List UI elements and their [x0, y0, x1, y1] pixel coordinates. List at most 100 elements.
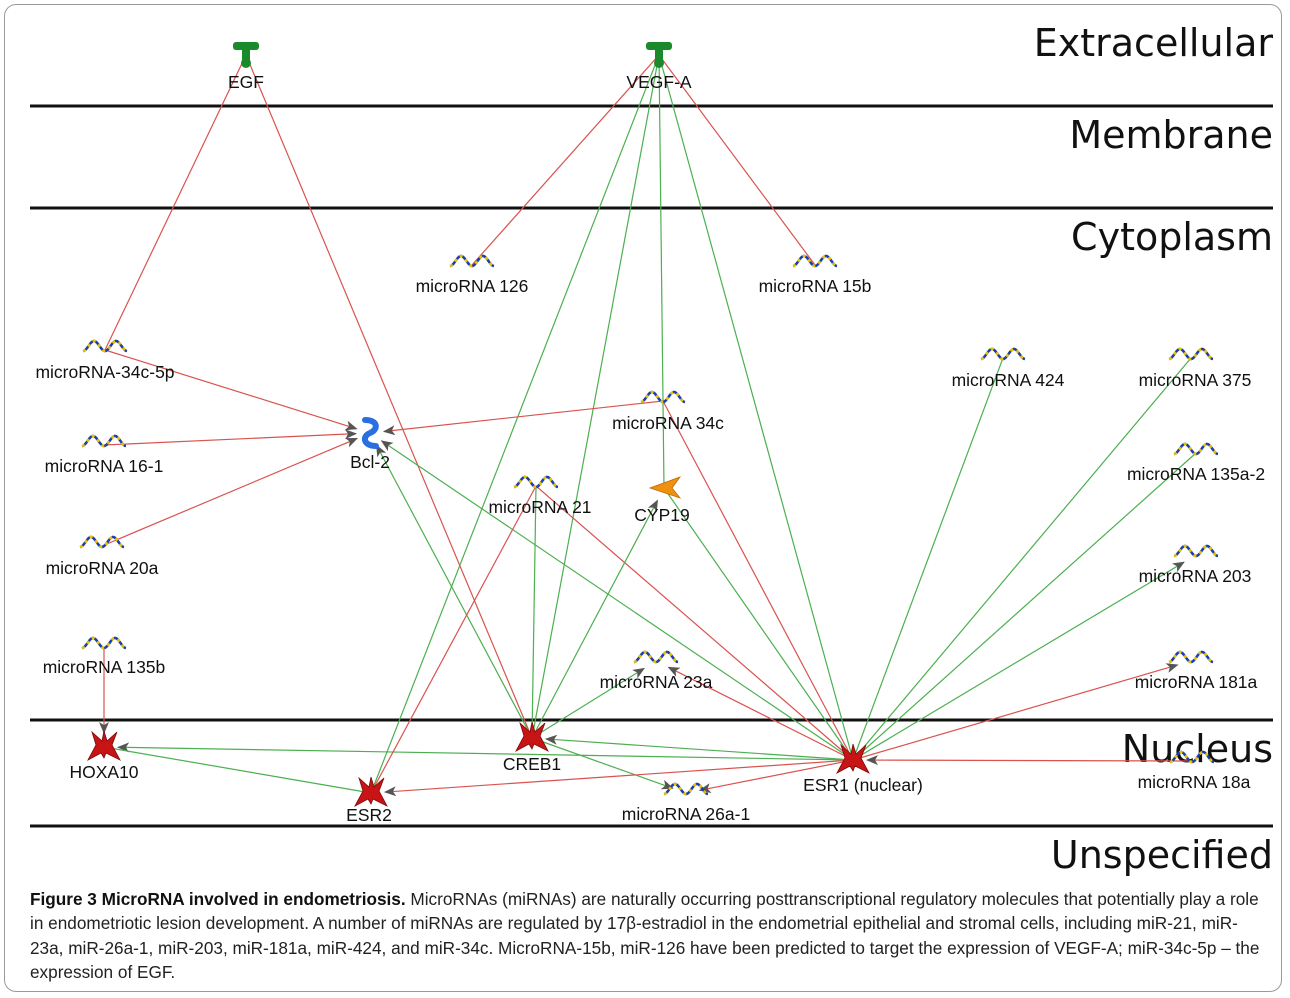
transcription-factor-icon: [87, 730, 121, 761]
node-mir203[interactable]: microRNA 203: [1139, 544, 1252, 586]
node-label: microRNA 16-1: [45, 456, 164, 476]
molecule-nodes: EGF VEGF-A microRNA 126 microRNA 15b microRN…: [35, 42, 1265, 825]
edge-creb1-bcl2: [376, 444, 533, 739]
node-creb1[interactable]: CREB1: [503, 721, 561, 774]
mirna-wave-icon: [1173, 544, 1219, 558]
mirna-wave-icon: [449, 254, 495, 268]
node-hoxa10[interactable]: HOXA10: [69, 730, 139, 782]
node-label: microRNA-34c-5p: [35, 362, 174, 382]
caption-body: MicroRNAs (miRNAs) are naturally occurri…: [30, 889, 1260, 983]
node-mir34c5p[interactable]: microRNA-34c-5p: [35, 339, 175, 382]
edge-mir15b-vegfa: [658, 54, 816, 266]
edge-esr1-esr2: [383, 759, 854, 797]
node-egf[interactable]: EGF: [228, 42, 264, 92]
edge-esr1-mir424: [852, 357, 1004, 761]
edge-mir161-bcl2: [103, 429, 358, 446]
node-label: microRNA 135a-2: [1127, 464, 1265, 484]
node-mir21[interactable]: microRNA 21: [488, 475, 592, 517]
mirna-wave-icon: [79, 535, 125, 549]
growth-factor-icon: [646, 42, 672, 68]
edge-mir18a-esr1: [865, 755, 1193, 766]
pathway-diagram: ExtracellularMembraneCytoplasmNucleusUns…: [30, 21, 1274, 877]
caption-title: Figure 3 MicroRNA involved in endometrio…: [30, 889, 406, 909]
edge-esr1-mir203: [852, 561, 1185, 761]
mirna-wave-icon: [81, 636, 127, 650]
edge-esr2-vegfa: [370, 54, 660, 794]
node-mir126[interactable]: microRNA 126: [416, 254, 529, 296]
region-label-nucleus: Nucleus: [1122, 727, 1273, 771]
interaction-edges: [99, 54, 1197, 797]
node-label: microRNA 375: [1139, 370, 1252, 390]
node-label: microRNA 126: [416, 276, 529, 296]
node-label: CREB1: [503, 754, 561, 774]
edge-esr1-mir26a1: [698, 759, 854, 794]
mirna-wave-icon: [1169, 750, 1215, 764]
node-mir424[interactable]: microRNA 424: [952, 347, 1065, 390]
node-label: microRNA 21: [488, 497, 591, 517]
node-label: microRNA 18a: [1138, 772, 1251, 792]
edge-creb1-egf: [245, 54, 533, 739]
edge-creb1-mir23a: [531, 667, 645, 739]
node-label: microRNA 181a: [1135, 672, 1258, 692]
node-cyp19[interactable]: CYP19: [634, 476, 690, 525]
node-mir135b[interactable]: microRNA 135b: [43, 636, 166, 677]
edge-esr1-vegfa: [658, 54, 854, 761]
node-bcl2[interactable]: Bcl-2: [350, 417, 390, 472]
edge-cyp19-vegfa: [658, 54, 665, 489]
mirna-wave-icon: [980, 347, 1026, 361]
mirna-wave-icon: [640, 390, 686, 404]
edge-mir126-vegfa: [471, 54, 660, 266]
edge-esr1-creb1: [544, 734, 854, 761]
node-label: microRNA 23a: [600, 672, 713, 692]
node-mir34c[interactable]: microRNA 34c: [612, 390, 724, 433]
edge-esr1-bcl2: [380, 440, 854, 761]
node-label: microRNA 26a-1: [622, 804, 750, 824]
edge-creb1-mir26a1: [531, 737, 674, 790]
edge-mir21-esr2: [370, 485, 537, 794]
edge-esr2-hoxa10: [103, 746, 372, 794]
edge-esr1-mir135a2: [852, 452, 1197, 761]
transcription-factor-icon: [515, 721, 549, 752]
mirna-wave-icon: [1168, 650, 1214, 664]
edge-mir34c-esr1: [662, 400, 854, 761]
edge-mir21-creb1: [531, 485, 537, 739]
mirna-wave-icon: [513, 475, 559, 489]
region-label-extracellular: Extracellular: [1034, 21, 1274, 65]
node-mir23a[interactable]: microRNA 23a: [600, 650, 713, 692]
mirna-wave-icon: [1173, 442, 1219, 456]
node-mir181a[interactable]: microRNA 181a: [1135, 650, 1258, 692]
bcl2-icon: [361, 417, 379, 449]
edge-esr1-cyp19: [663, 487, 854, 761]
transcription-factor-icon: [836, 743, 870, 774]
node-label: microRNA 20a: [46, 558, 159, 578]
node-label: ESR1 (nuclear): [803, 775, 923, 795]
edge-mir34c5p-egf: [104, 54, 247, 351]
node-label: Bcl-2: [350, 452, 390, 472]
node-mir161[interactable]: microRNA 16-1: [45, 434, 164, 476]
node-label: HOXA10: [69, 762, 138, 782]
node-mir375[interactable]: microRNA 375: [1139, 347, 1252, 390]
region-label-cytoplasm: Cytoplasm: [1071, 215, 1273, 259]
node-mir26a1[interactable]: microRNA 26a-1: [622, 782, 750, 824]
mirna-wave-icon: [82, 339, 128, 353]
node-vegfa[interactable]: VEGF-A: [626, 42, 692, 92]
mirna-wave-icon: [792, 254, 838, 268]
mirna-wave-icon: [81, 434, 127, 448]
edge-mir34c-bcl2: [382, 400, 664, 436]
node-mir15b[interactable]: microRNA 15b: [759, 254, 872, 296]
node-label: CYP19: [634, 505, 689, 525]
node-label: ESR2: [346, 805, 392, 825]
growth-factor-icon: [233, 42, 259, 68]
node-mir20a[interactable]: microRNA 20a: [46, 535, 159, 578]
node-esr1[interactable]: ESR1 (nuclear): [803, 743, 923, 795]
mirna-wave-icon: [663, 782, 709, 796]
node-esr2[interactable]: ESR2: [346, 776, 392, 825]
node-label: microRNA 34c: [612, 413, 724, 433]
region-labels: ExtracellularMembraneCytoplasmNucleusUns…: [1034, 21, 1274, 877]
node-label: EGF: [228, 72, 264, 92]
mirna-wave-icon: [1168, 347, 1214, 361]
node-mir18a[interactable]: microRNA 18a: [1138, 750, 1251, 792]
region-label-unspecified: Unspecified: [1051, 833, 1273, 877]
node-mir135a2[interactable]: microRNA 135a-2: [1127, 442, 1265, 484]
edge-mir34c5p-bcl2: [104, 349, 358, 431]
